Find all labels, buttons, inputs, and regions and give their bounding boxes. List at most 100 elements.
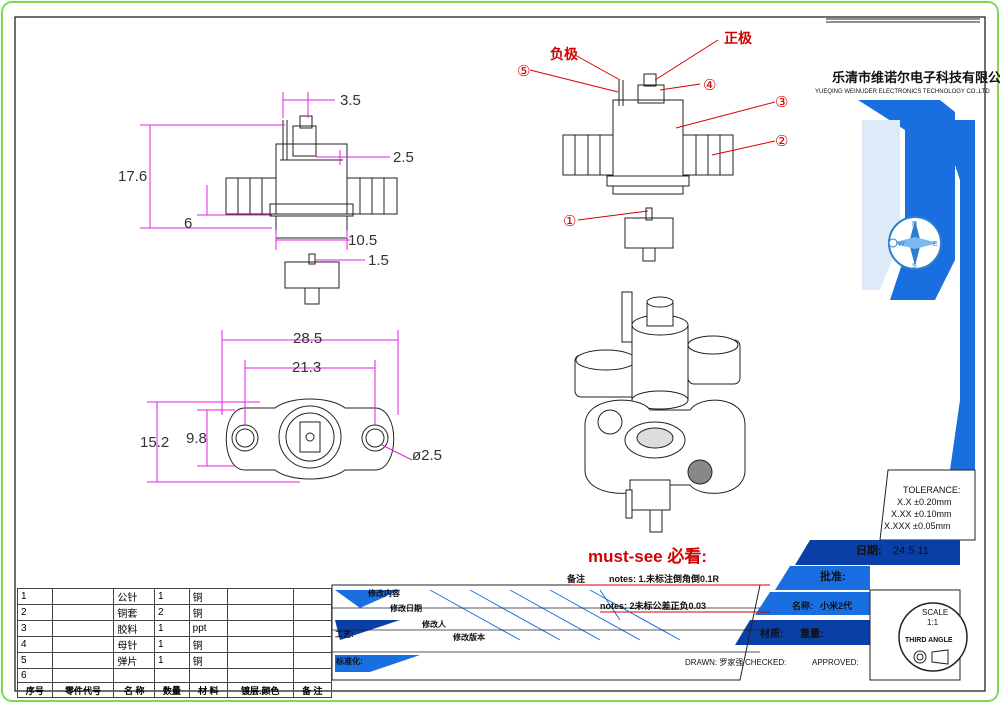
bom-cell: 公针: [113, 588, 156, 605]
compass-w: W: [898, 241, 905, 248]
bom-cell: 2: [154, 604, 190, 621]
standardization-label: 标准化:: [335, 656, 363, 666]
bom-cell: 铜: [188, 604, 229, 621]
bom-cell: [292, 652, 333, 669]
callout-4: ④: [703, 77, 716, 94]
bom-cell: [227, 668, 294, 683]
compass-n: N: [912, 221, 917, 228]
bom-cell: 1: [154, 588, 190, 605]
dim-1-5: 1.5: [368, 252, 389, 269]
bom-header: 镀层.颜色: [227, 682, 294, 698]
tolerance-line-2: X.XX ±0.10mm: [891, 509, 951, 519]
dim-15-2: 15.2: [140, 434, 169, 451]
bom-cell: 铜: [188, 636, 229, 653]
compass-s: S: [912, 263, 917, 270]
bom-cell: [227, 604, 294, 621]
bom-cell: [188, 668, 229, 683]
bom-cell: [51, 620, 115, 637]
bom-cell: 2: [17, 604, 53, 621]
bom-cell: [292, 588, 333, 605]
callout-5: ⑤: [517, 63, 530, 80]
tolerance-title: TOLERANCE:: [903, 485, 960, 495]
date-label: 日期:: [856, 543, 882, 557]
bom-cell: [154, 668, 190, 683]
bom-cell: [292, 668, 333, 683]
note-2: notes: 2未标公差正负0.03: [600, 600, 706, 611]
dim-2-5: 2.5: [393, 149, 414, 166]
bom-cell: 4: [17, 636, 53, 653]
bom-cell: [292, 604, 333, 621]
bom-cell: 1: [154, 652, 190, 669]
dim-10-5: 10.5: [348, 232, 377, 249]
bom-cell: [227, 620, 294, 637]
bom-cell: 铜: [188, 588, 229, 605]
must-see-heading: must-see 必看:: [588, 546, 707, 566]
bom-cell: 6: [17, 668, 53, 683]
callout-3: ③: [775, 94, 788, 111]
tolerance-line-1: X.X ±0.20mm: [897, 497, 951, 507]
bom-header: 零件代号: [51, 682, 115, 698]
revision-person: 修改人: [421, 619, 447, 629]
bom-header: 材 料: [188, 682, 229, 698]
bom-cell: 铜: [188, 652, 229, 669]
scale-title: SCALE: [922, 608, 948, 617]
checked-by: CHECKED:: [745, 658, 786, 667]
positive-pole-label: 正极: [724, 30, 753, 46]
approve-label: 批准:: [820, 569, 846, 583]
company-name-cn: 乐清市维诺尔电子科技有限公司: [832, 70, 1000, 85]
tolerance-line-3: X.XXX ±0.05mm: [884, 521, 950, 531]
isometric-view: [574, 291, 746, 533]
top-view: [147, 330, 413, 483]
bom-cell: 母针: [113, 636, 156, 653]
compass-e: E: [933, 241, 938, 248]
negative-pole-label: 负极: [550, 46, 579, 62]
name-label: 名称:: [792, 600, 813, 611]
bom-header: 备 注: [292, 682, 333, 698]
bom-cell: 弹片: [113, 652, 156, 669]
company-name-en: YUEQING WEINUDER ELECTRONICS TECHNOLOGY …: [815, 89, 990, 95]
callout-leaders: [529, 39, 776, 221]
bom-cell: [51, 636, 115, 653]
bom-header: 名 称: [113, 682, 156, 698]
dim-3-5: 3.5: [340, 92, 361, 109]
drawn-by: DRAWN: 罗家强: [685, 657, 743, 667]
bom-header: 数量: [154, 682, 190, 698]
revision-date: 修改日期: [389, 603, 422, 613]
bom-cell: [51, 652, 115, 669]
bom-cell: [51, 668, 115, 683]
front-view: [140, 92, 398, 305]
bom-header: 序号: [17, 682, 53, 698]
bom-cell: 1: [17, 588, 53, 605]
weight-label: 重量:: [800, 627, 823, 640]
material-label: 材质:: [760, 627, 783, 640]
bom-cell: [227, 588, 294, 605]
callout-1: ①: [563, 213, 576, 230]
bom-cell: [51, 604, 115, 621]
bom-cell: 1: [154, 620, 190, 637]
approved-by: APPROVED:: [812, 658, 859, 667]
dim-21-3: 21.3: [292, 359, 321, 376]
revision-content: 修改内容: [367, 588, 400, 598]
third-angle-label: THIRD ANGLE: [905, 637, 953, 644]
bom-cell: [51, 588, 115, 605]
bom-cell: [292, 636, 333, 653]
name-value: 小米2代: [819, 600, 852, 611]
bom-header-row: 序号零件代号名 称数量材 料镀层.颜色备 注: [17, 682, 333, 698]
dim-6: 6: [184, 215, 192, 232]
note-1: notes: 1.未标注倒角倒0.1R: [609, 573, 720, 584]
bom-cell: 5: [17, 652, 53, 669]
dim-dia-2-5: ø2.5: [412, 447, 442, 464]
callout-view: [562, 73, 734, 262]
bom-cell: [113, 668, 156, 683]
bom-cell: 1: [154, 636, 190, 653]
bom-cell: [292, 620, 333, 637]
scale-value: 1:1: [927, 618, 939, 627]
notes-label: 备注: [566, 573, 585, 584]
